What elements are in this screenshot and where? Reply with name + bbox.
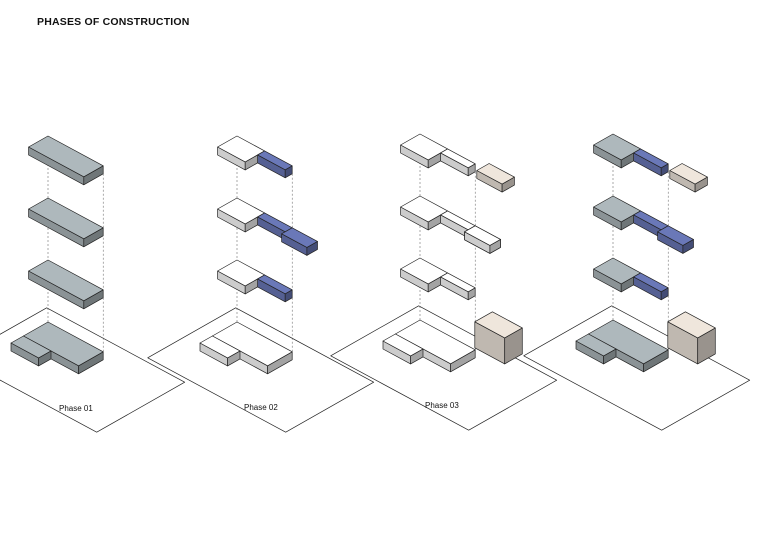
ground-block-top bbox=[212, 321, 293, 367]
ground-wing-top bbox=[382, 333, 424, 357]
floor-extension-outline-top bbox=[464, 225, 501, 246]
phase-03-axonometric bbox=[330, 132, 558, 431]
floor-left-top bbox=[400, 257, 448, 285]
floor-bar-top bbox=[440, 148, 476, 169]
phase-03-label: Phase 03 bbox=[425, 401, 459, 410]
phase-01-label: Phase 01 bbox=[59, 404, 93, 413]
ground-wing-top bbox=[10, 335, 52, 359]
floor-slab-top bbox=[28, 259, 104, 302]
floor-left-top bbox=[217, 135, 265, 163]
ground-block-top bbox=[395, 319, 476, 365]
floor-bar-top bbox=[257, 150, 293, 171]
floor-slab-top bbox=[28, 197, 104, 240]
floor-left-top bbox=[217, 259, 265, 287]
page-title: PHASES OF CONSTRUCTION bbox=[37, 16, 190, 28]
floor-extension-top bbox=[281, 227, 318, 248]
floor-left-top bbox=[593, 257, 641, 285]
phase-02-axonometric bbox=[147, 134, 375, 433]
floor-bar-top bbox=[257, 274, 293, 295]
phase-01-axonometric bbox=[0, 134, 186, 433]
site-plane bbox=[0, 307, 186, 433]
phase03-ground-volume-top bbox=[474, 311, 523, 339]
phase-02-label: Phase 02 bbox=[244, 403, 278, 412]
combined-axonometric bbox=[523, 132, 751, 431]
floor-slab-top bbox=[28, 135, 104, 178]
floor-left-top bbox=[400, 195, 448, 223]
floor-left-top bbox=[593, 195, 641, 223]
floor-bar-top bbox=[440, 272, 476, 293]
ground-block-top bbox=[588, 319, 669, 365]
floor-extension-top bbox=[657, 225, 694, 246]
phase03-upper-volume-top bbox=[476, 163, 515, 185]
floor-left-top bbox=[593, 133, 641, 161]
phase03-ground-volume-top bbox=[667, 311, 716, 339]
phase03-upper-volume-top bbox=[669, 163, 708, 185]
floor-left-top bbox=[217, 197, 265, 225]
floor-bar-top bbox=[633, 272, 669, 293]
floor-bar-top bbox=[633, 148, 669, 169]
ground-wing-top bbox=[199, 335, 241, 359]
ground-block-top bbox=[23, 321, 104, 367]
floor-left-top bbox=[400, 133, 448, 161]
ground-wing-top bbox=[575, 333, 617, 357]
